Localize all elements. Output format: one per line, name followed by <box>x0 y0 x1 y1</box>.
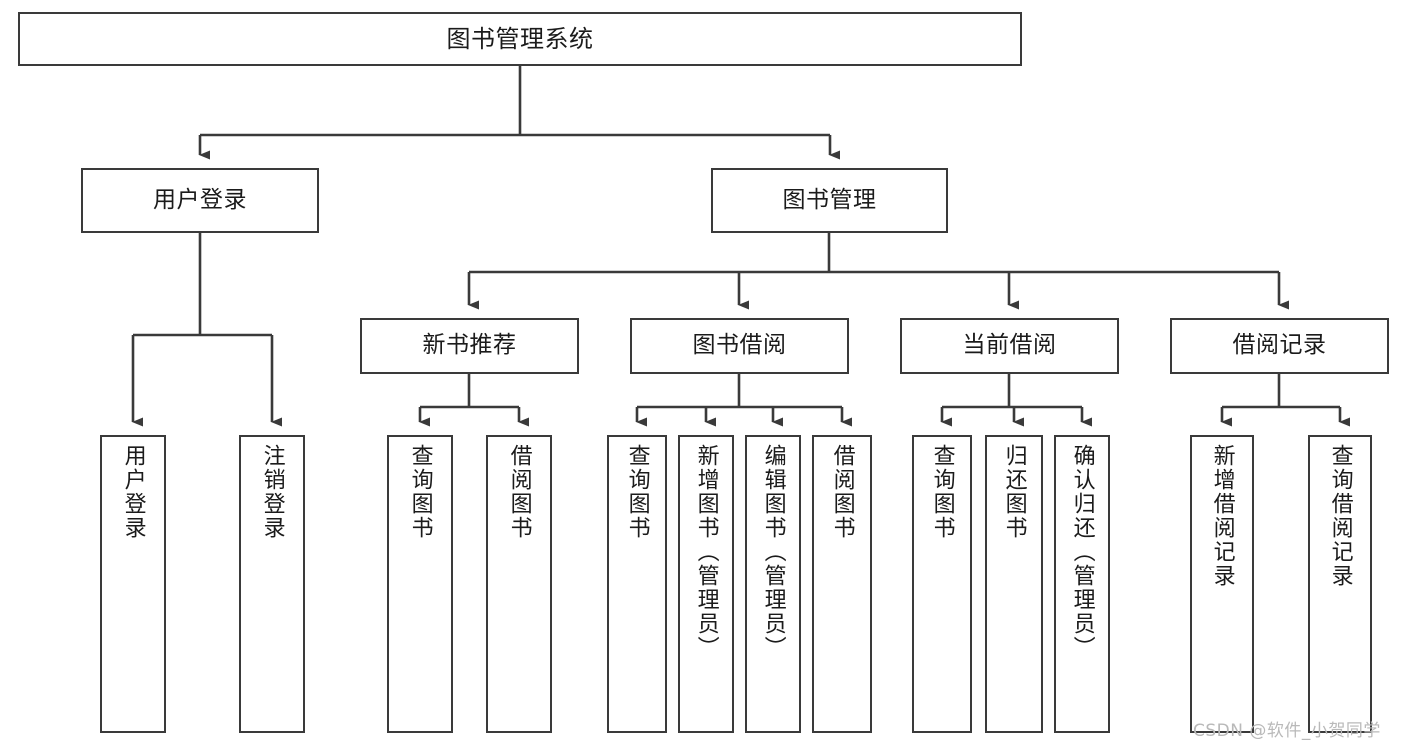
leaf-query-book-current[interactable]: 查询图书 <box>912 435 972 733</box>
node-borrow-records[interactable]: 借阅记录 <box>1170 318 1389 374</box>
leaf-edit-book-admin[interactable]: 编辑图书（管理员） <box>745 435 801 733</box>
leaf-query-book-borrow-label: 查询图书 <box>624 444 650 540</box>
node-book-borrow-label: 图书借阅 <box>692 332 787 359</box>
node-current-borrow-label: 当前借阅 <box>962 332 1057 359</box>
node-user-login[interactable]: 用户登录 <box>81 168 319 233</box>
leaf-return-book-label: 归还图书 <box>1001 444 1027 540</box>
leaf-add-book-admin-label: 新增图书（管理员） <box>693 444 719 660</box>
node-user-login-label: 用户登录 <box>153 186 247 213</box>
leaf-confirm-return-admin-label: 确认归还（管理员） <box>1069 444 1095 660</box>
leaf-logout[interactable]: 注销登录 <box>239 435 305 733</box>
node-new-book-recommend-label: 新书推荐 <box>422 332 517 359</box>
node-current-borrow[interactable]: 当前借阅 <box>900 318 1119 374</box>
leaf-return-book[interactable]: 归还图书 <box>985 435 1043 733</box>
leaf-query-book-current-label: 查询图书 <box>929 444 955 540</box>
node-book-borrow[interactable]: 图书借阅 <box>630 318 849 374</box>
leaf-edit-book-admin-label: 编辑图书（管理员） <box>760 444 786 660</box>
node-root-label: 图书管理系统 <box>446 24 594 53</box>
leaf-query-borrow-record-label: 查询借阅记录 <box>1327 444 1353 588</box>
leaf-user-login[interactable]: 用户登录 <box>100 435 166 733</box>
leaf-confirm-return-admin[interactable]: 确认归还（管理员） <box>1054 435 1110 733</box>
csdn-watermark: CSDN @软件_小贺同学 <box>1193 721 1381 741</box>
node-book-management-label: 图书管理 <box>782 186 877 213</box>
leaf-borrow-book-label: 借阅图书 <box>829 444 855 540</box>
leaf-add-borrow-record[interactable]: 新增借阅记录 <box>1190 435 1254 733</box>
leaf-query-book-borrow[interactable]: 查询图书 <box>607 435 667 733</box>
leaf-user-login-label: 用户登录 <box>120 444 146 540</box>
node-borrow-records-label: 借阅记录 <box>1232 332 1327 359</box>
leaf-borrow-book-recommend-label: 借阅图书 <box>506 444 532 540</box>
leaf-add-borrow-record-label: 新增借阅记录 <box>1209 444 1235 588</box>
leaf-borrow-book-recommend[interactable]: 借阅图书 <box>486 435 552 733</box>
node-root[interactable]: 图书管理系统 <box>18 12 1022 66</box>
node-book-management[interactable]: 图书管理 <box>711 168 948 233</box>
leaf-query-borrow-record[interactable]: 查询借阅记录 <box>1308 435 1372 733</box>
leaf-borrow-book[interactable]: 借阅图书 <box>812 435 872 733</box>
node-new-book-recommend[interactable]: 新书推荐 <box>360 318 579 374</box>
leaf-add-book-admin[interactable]: 新增图书（管理员） <box>678 435 734 733</box>
leaf-logout-label: 注销登录 <box>259 444 285 540</box>
leaf-query-book-recommend[interactable]: 查询图书 <box>387 435 453 733</box>
leaf-query-book-recommend-label: 查询图书 <box>407 444 433 540</box>
